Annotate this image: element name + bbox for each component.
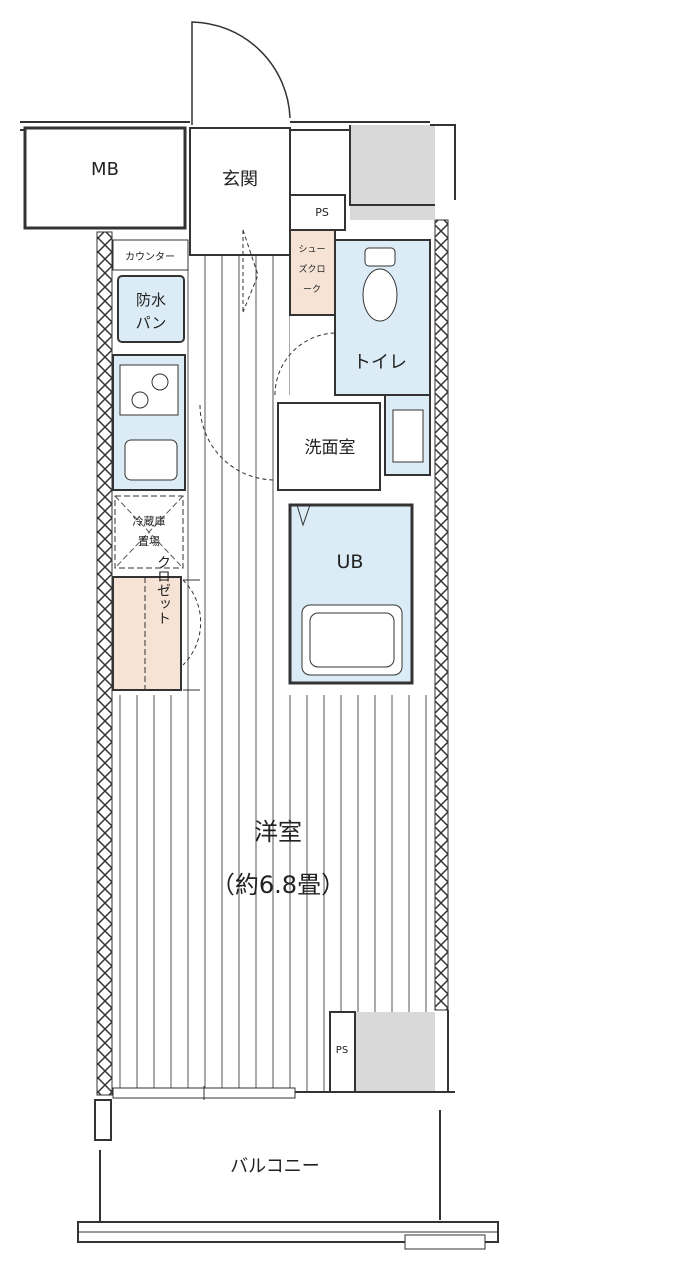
toilet-label: トイレ <box>353 352 407 373</box>
shoe-closet-label-3: ーク <box>303 284 321 295</box>
washroom-label: 洗面室 <box>305 438 356 458</box>
bath-label: UB <box>337 551 364 573</box>
washer-pan-label-1: 防水 <box>136 291 166 309</box>
balcony-label: バルコニー <box>230 1156 320 1177</box>
shoe-closet[interactable] <box>289 229 336 316</box>
bathtub-icon <box>301 604 403 676</box>
ps-bottom-label: PS <box>336 1045 348 1056</box>
left-wall <box>96 231 113 1096</box>
mb-label: MB <box>91 159 119 180</box>
stove-icon <box>119 364 179 416</box>
washroom <box>277 402 381 491</box>
fridge-label-1: 冷蔵庫 <box>133 514 166 528</box>
ps-top <box>289 194 346 231</box>
entry-door[interactable] <box>191 21 291 125</box>
entrance-label: 玄関 <box>222 169 258 190</box>
right-wall <box>434 219 449 1011</box>
western-room-size: （約6.8畳） <box>211 871 345 899</box>
toilet-tank-icon <box>364 247 396 267</box>
washer-pan <box>117 275 185 343</box>
western-room-label: 洋室 <box>254 818 302 846</box>
ps-bottom <box>329 1011 356 1093</box>
shaded-area-bottom <box>355 1012 435 1092</box>
shoe-closet-label-1: シュー <box>298 245 325 255</box>
toilet-bowl-icon <box>362 268 398 322</box>
counter-label: カウンター <box>125 251 175 263</box>
fridge-label-2: 置場 <box>138 535 160 548</box>
shoe-closet-label-2: ズクロ <box>298 263 325 275</box>
mb-closet <box>23 126 187 230</box>
closet[interactable] <box>112 576 182 691</box>
counter <box>112 239 189 271</box>
sink-icon <box>124 439 178 481</box>
ps-top-label: PS <box>315 206 329 219</box>
washer-pan-label-2: パン <box>136 314 167 332</box>
closet-label: クロゼット <box>155 555 171 625</box>
entrance <box>189 127 291 256</box>
